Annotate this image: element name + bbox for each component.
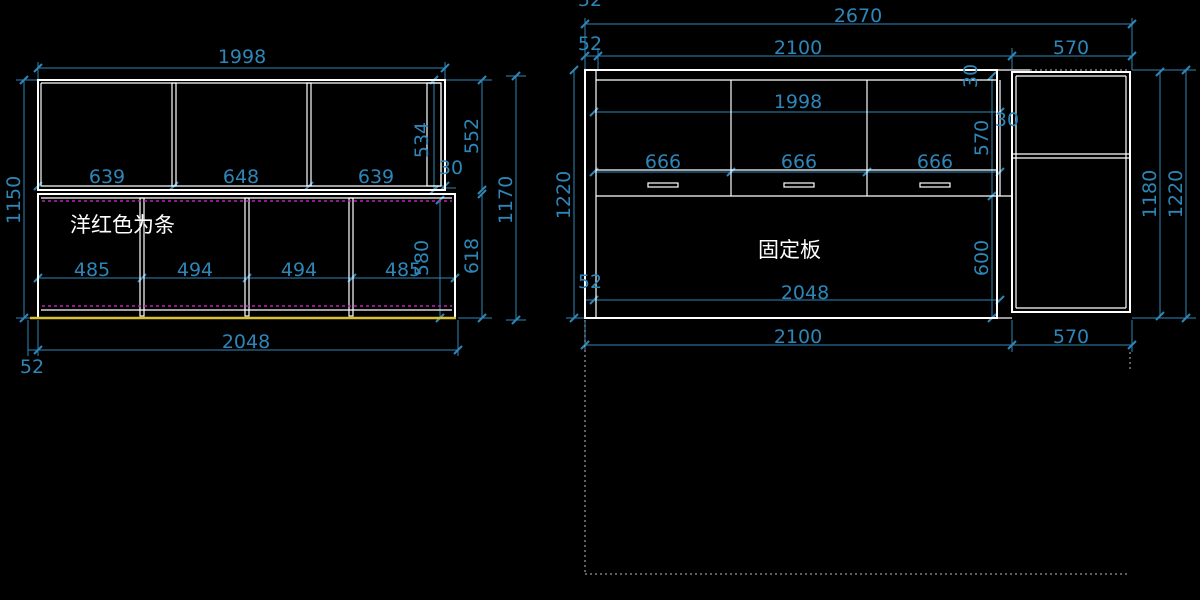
total-height-label: 1150 bbox=[3, 176, 25, 224]
lower-door-label-3: 494 bbox=[281, 259, 317, 281]
upper-height-outer-label: 552 bbox=[461, 118, 483, 154]
cabinet-height-label: 570 bbox=[971, 120, 993, 156]
bottom-side-label: 570 bbox=[1053, 326, 1089, 348]
drawer-label-1: 666 bbox=[645, 151, 681, 173]
floor-outline bbox=[584, 320, 1131, 575]
lower-door-label-1: 485 bbox=[74, 259, 110, 281]
drawer-label-2: 666 bbox=[781, 151, 817, 173]
board-width-label: 2048 bbox=[781, 282, 829, 304]
upper-door-label-2: 648 bbox=[223, 166, 259, 188]
lower-height-label: 580 bbox=[411, 240, 433, 276]
bottom-width-label: 2048 bbox=[222, 331, 270, 353]
right-main-cabinet bbox=[584, 69, 1012, 319]
offset-label: 52 bbox=[20, 356, 44, 378]
lower-door-label-4: 485 bbox=[385, 259, 421, 281]
fixed-board-note: 固定板 bbox=[758, 238, 821, 262]
inner-width-label: 1998 bbox=[774, 91, 822, 113]
gap-label: 30 bbox=[439, 157, 463, 179]
top-gap-label: 30 bbox=[960, 64, 982, 88]
lower-height-outer-label: 618 bbox=[461, 238, 483, 274]
right-lower-height-label: 600 bbox=[971, 240, 993, 276]
overall-width-label: 2670 bbox=[834, 5, 882, 27]
left-elevation: 1998 639 648 639 485 494 494 485 2048 52… bbox=[3, 46, 526, 378]
side-height-outer-label: 1220 bbox=[1165, 170, 1187, 218]
upper-door-label-3: 639 bbox=[358, 166, 394, 188]
right-total-height-label: 1220 bbox=[553, 171, 575, 219]
bottom-offset-label: 52 bbox=[578, 271, 602, 293]
right-side-cabinet bbox=[997, 69, 1131, 319]
top-width-label: 1998 bbox=[218, 46, 266, 68]
top-offset-label: 52 bbox=[578, 0, 602, 11]
left-dimension-lines bbox=[16, 62, 526, 356]
right-dimension-lines bbox=[566, 18, 1196, 352]
lower-cabinet bbox=[30, 193, 456, 320]
gap-right-label: 30 bbox=[995, 109, 1019, 131]
upper-cabinet bbox=[37, 79, 446, 191]
upper-height-label: 534 bbox=[411, 122, 433, 158]
strip-note: 洋红色为条 bbox=[70, 213, 175, 237]
right-elevation: 52 2670 52 2100 570 1998 666 666 666 52 … bbox=[553, 0, 1196, 575]
main-width-label: 2100 bbox=[774, 37, 822, 59]
lower-door-label-2: 494 bbox=[177, 259, 213, 281]
left-offset-label: 52 bbox=[578, 33, 602, 55]
overall-height-label: 1170 bbox=[495, 176, 517, 224]
side-width-label: 570 bbox=[1053, 37, 1089, 59]
side-height-label: 1180 bbox=[1139, 170, 1161, 218]
upper-door-label-1: 639 bbox=[89, 166, 125, 188]
bottom-main-label: 2100 bbox=[774, 326, 822, 348]
drawer-label-3: 666 bbox=[917, 151, 953, 173]
